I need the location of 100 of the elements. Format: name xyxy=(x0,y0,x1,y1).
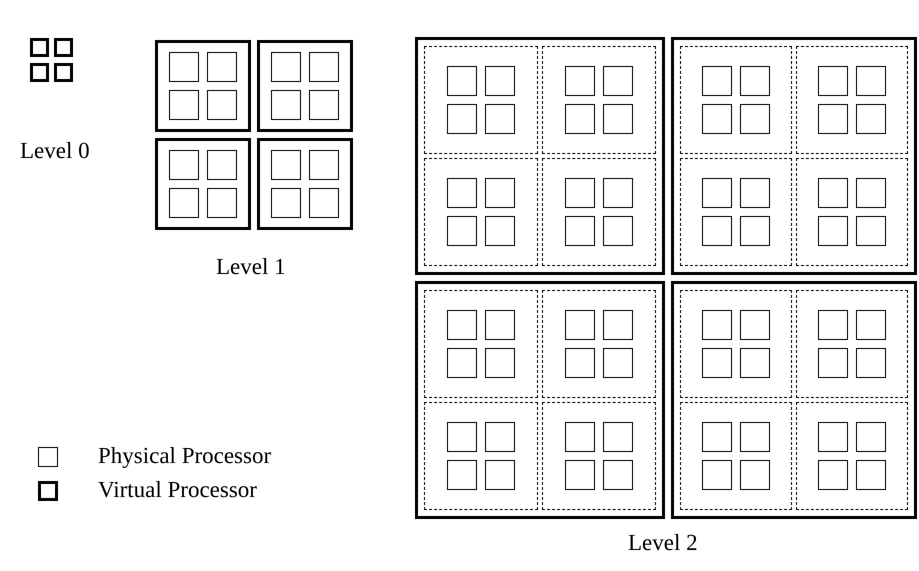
physical-processor-box xyxy=(447,460,477,490)
physical-processor-box xyxy=(740,422,770,452)
physical-processor-box xyxy=(565,348,595,378)
physical-processor-box xyxy=(271,90,301,120)
physical-processor-box xyxy=(169,90,199,120)
physical-processor-box xyxy=(818,178,848,208)
virtual-processor-box xyxy=(671,37,917,275)
physical-processor-box xyxy=(856,66,886,96)
physical-processor-box xyxy=(603,178,633,208)
virtual-processor-group xyxy=(424,402,538,510)
physical-processor-box xyxy=(818,66,848,96)
physical-processor-box xyxy=(818,216,848,246)
virtual-processor-box xyxy=(415,37,665,275)
physical-processor-box xyxy=(207,150,237,180)
virtual-processor-box xyxy=(155,40,251,132)
physical-processor-box xyxy=(485,104,515,134)
physical-processor-box xyxy=(603,422,633,452)
virtual-processor-group xyxy=(424,158,538,266)
virtual-processor-group xyxy=(542,158,656,266)
virtual-processor-group xyxy=(680,402,792,510)
virtual-processor-box xyxy=(671,281,917,519)
physical-processor-box xyxy=(702,460,732,490)
physical-processor-box xyxy=(818,104,848,134)
physical-processor-box xyxy=(565,66,595,96)
physical-processor-box xyxy=(565,460,595,490)
physical-processor-box xyxy=(447,348,477,378)
physical-processor-box xyxy=(818,422,848,452)
physical-processor-box xyxy=(169,52,199,82)
virtual-processor-group xyxy=(796,290,908,398)
virtual-processor-group xyxy=(542,402,656,510)
physical-processor-box xyxy=(740,216,770,246)
physical-processor-box xyxy=(565,216,595,246)
virtual-processor-group xyxy=(796,46,908,154)
virtual-processor-group xyxy=(796,158,908,266)
physical-processor-box xyxy=(207,90,237,120)
physical-processor-box xyxy=(702,310,732,340)
physical-processor-box xyxy=(485,460,515,490)
physical-processor-box xyxy=(603,66,633,96)
physical-processor-box xyxy=(447,66,477,96)
physical-processor-box xyxy=(603,104,633,134)
physical-processor-box xyxy=(565,104,595,134)
physical-processor-box xyxy=(309,90,339,120)
physical-processor-box xyxy=(702,178,732,208)
level-label: Level 0 xyxy=(20,138,90,164)
physical-processor-box xyxy=(856,460,886,490)
physical-processor-box xyxy=(702,66,732,96)
virtual-processor-box xyxy=(54,63,73,82)
physical-processor-box xyxy=(447,422,477,452)
physical-processor-box xyxy=(169,150,199,180)
virtual-processor-box xyxy=(54,38,73,57)
physical-processor-box xyxy=(856,422,886,452)
physical-processor-box xyxy=(309,52,339,82)
virtual-processor-group xyxy=(680,46,792,154)
virtual-processor-group xyxy=(680,158,792,266)
physical-processor-box xyxy=(818,348,848,378)
physical-processor-box xyxy=(207,188,237,218)
physical-processor-box xyxy=(485,422,515,452)
virtual-processor-group xyxy=(424,46,538,154)
physical-processor-box xyxy=(565,422,595,452)
physical-processor-box xyxy=(447,216,477,246)
physical-processor-box xyxy=(169,188,199,218)
physical-processor-box xyxy=(485,66,515,96)
physical-processor-box xyxy=(856,216,886,246)
virtual-processor-group xyxy=(542,290,656,398)
virtual-processor-box xyxy=(30,63,49,82)
physical-processor-box xyxy=(565,310,595,340)
physical-processor-box xyxy=(740,348,770,378)
physical-processor-box xyxy=(740,178,770,208)
physical-processor-box xyxy=(702,348,732,378)
physical-processor-box xyxy=(309,150,339,180)
physical-processor-box xyxy=(818,460,848,490)
virtual-processor-group xyxy=(680,290,792,398)
virtual-processor-box xyxy=(30,38,49,57)
physical-processor-box xyxy=(271,52,301,82)
physical-processor-box xyxy=(447,310,477,340)
physical-processor-box xyxy=(603,216,633,246)
physical-processor-box xyxy=(485,178,515,208)
virtual-processor-group xyxy=(424,290,538,398)
physical-processor-box xyxy=(740,66,770,96)
physical-processor-box xyxy=(271,150,301,180)
legend-label: Physical Processor xyxy=(98,443,272,469)
physical-processor-box xyxy=(856,348,886,378)
physical-processor-box xyxy=(207,52,237,82)
physical-processor-box xyxy=(447,178,477,208)
physical-processor-box xyxy=(603,348,633,378)
virtual-processor-box xyxy=(415,281,665,519)
level-label: Level 1 xyxy=(216,254,286,280)
physical-processor-box xyxy=(740,104,770,134)
virtual-processor-group xyxy=(542,46,656,154)
virtual-processor-box xyxy=(257,138,353,230)
virtual-processor-box xyxy=(155,138,251,230)
physical-processor-box xyxy=(856,178,886,208)
physical-processor-box xyxy=(702,422,732,452)
physical-processor-box xyxy=(856,310,886,340)
physical-processor-box xyxy=(702,104,732,134)
physical-processor-box xyxy=(740,460,770,490)
physical-processor-box xyxy=(485,310,515,340)
physical-processor-box xyxy=(818,310,848,340)
physical-processor-box xyxy=(565,178,595,208)
physical-processor-box xyxy=(485,348,515,378)
